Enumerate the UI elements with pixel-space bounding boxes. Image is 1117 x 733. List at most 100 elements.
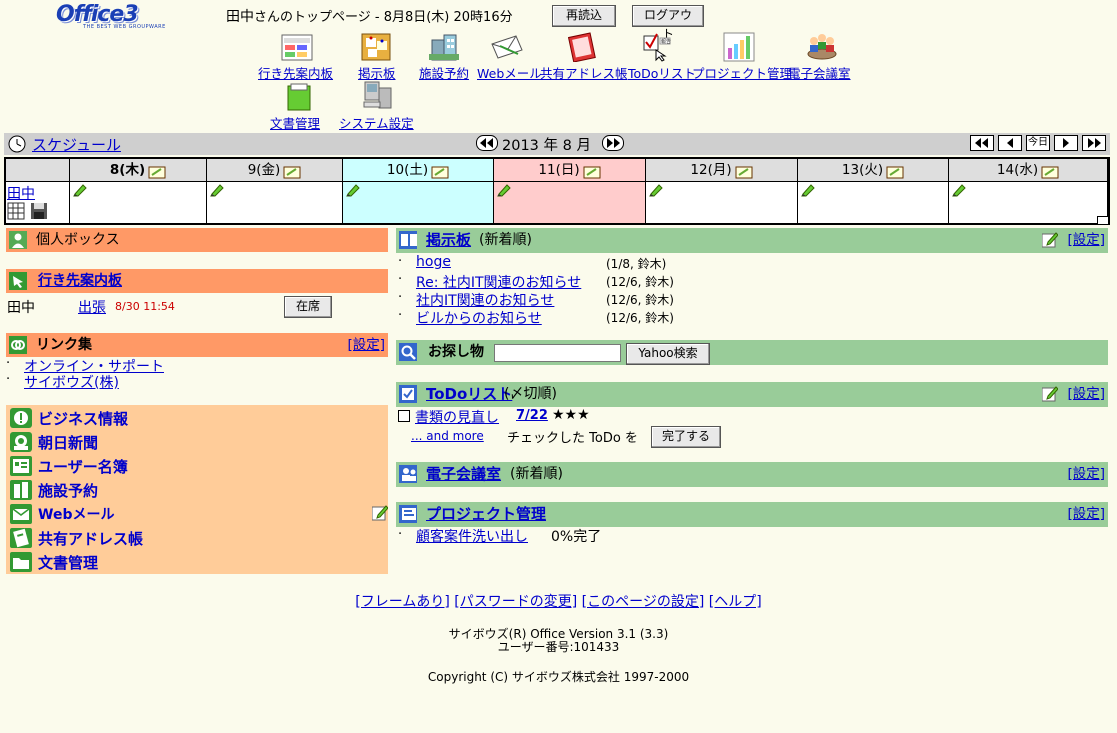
search-input[interactable]: [494, 344, 621, 362]
address-book-icon[interactable]: [566, 32, 600, 63]
todo-compose-icon[interactable]: [1042, 386, 1058, 402]
app-facility-link[interactable]: 施設予約: [419, 66, 470, 81]
yahoo-search-button[interactable]: Yahoo検索: [626, 343, 710, 365]
add-schedule-icon[interactable]: [801, 183, 815, 197]
day-memo-icon[interactable]: [1041, 164, 1059, 178]
bulletin-item-meta: (1/8, 鈴木): [606, 257, 667, 271]
bulletin-setting-link[interactable]: [設定]: [1067, 232, 1105, 248]
schedule-title-link[interactable]: スケジュール: [32, 136, 121, 154]
whereabouts-title-link[interactable]: 行き先案内板: [38, 273, 122, 289]
whereabouts-status-link[interactable]: 出張: [78, 300, 106, 316]
prev-month-button[interactable]: [476, 135, 498, 155]
computer-settings-icon[interactable]: [362, 80, 396, 110]
day-cell[interactable]: [646, 182, 798, 223]
business-info-icon: [10, 408, 32, 428]
building-icon[interactable]: [428, 32, 462, 62]
next-month-button[interactable]: [602, 135, 624, 155]
day-header[interactable]: 9(金): [207, 159, 343, 182]
day-header[interactable]: 14(水): [949, 159, 1108, 182]
todo-complete-button[interactable]: 完了する: [651, 426, 721, 448]
day-memo-icon[interactable]: [283, 164, 301, 178]
day-header[interactable]: 11(日): [494, 159, 646, 182]
project-setting-link[interactable]: [設定]: [1067, 506, 1105, 522]
day-memo-icon[interactable]: [735, 164, 753, 178]
webmail-compose-icon[interactable]: [372, 505, 388, 521]
app-project-link[interactable]: プロジェクト管理: [692, 66, 793, 81]
bulletin-item-link[interactable]: ビルからのお知らせ: [416, 311, 542, 327]
meeting-setting-link[interactable]: [設定]: [1067, 466, 1105, 482]
links-setting-link[interactable]: [設定]: [347, 337, 385, 353]
day-header[interactable]: 12(月): [646, 159, 798, 182]
footer-links: [フレームあり] [パスワードの変更] [このページの設定] [ヘルプ]: [0, 591, 1117, 611]
footer-help-link[interactable]: [ヘルプ]: [708, 594, 762, 610]
day-cell[interactable]: [949, 182, 1108, 223]
bulletin-board-icon[interactable]: [360, 32, 394, 62]
day-memo-icon[interactable]: [583, 164, 601, 178]
todo-more-link[interactable]: ... and more: [411, 429, 484, 443]
app-address-link[interactable]: 共有アドレス帳: [540, 66, 628, 81]
add-schedule-icon[interactable]: [346, 183, 360, 197]
today-button[interactable]: 今日: [1026, 135, 1050, 151]
bulletin-item-link[interactable]: 社内IT関連のお知らせ: [416, 293, 555, 309]
link-cybozu[interactable]: サイボウズ(株): [24, 375, 119, 391]
todo-checklist-icon[interactable]: 報告: [642, 32, 676, 62]
day-header[interactable]: 10(土): [343, 159, 494, 182]
schedule-user-link[interactable]: 田中: [7, 186, 35, 202]
prev-week-button[interactable]: [970, 135, 994, 155]
add-schedule-icon[interactable]: [497, 183, 511, 197]
day-memo-icon[interactable]: [431, 164, 449, 178]
day-memo-icon[interactable]: [886, 164, 904, 178]
todo-item-link[interactable]: 書類の見直し: [415, 410, 499, 426]
todo-title-link[interactable]: ToDoリスト: [426, 385, 513, 403]
bulletin-item-link[interactable]: Re: 社内IT関連のお知らせ: [416, 275, 582, 291]
day-header[interactable]: 13(火): [798, 159, 949, 182]
footer-password-link[interactable]: [パスワードの変更]: [454, 594, 578, 610]
next-day-button[interactable]: [1054, 135, 1078, 155]
personal-box-title: 個人ボックス: [36, 232, 120, 248]
meeting-title-link[interactable]: 電子会議室: [426, 465, 502, 483]
day-cell[interactable]: [70, 182, 207, 223]
project-title-link[interactable]: プロジェクト管理: [426, 505, 547, 523]
app-whiteboard-link[interactable]: 行き先案内板: [258, 66, 334, 81]
app-meeting-link[interactable]: 電子会議室: [788, 66, 851, 81]
day-cell[interactable]: [207, 182, 343, 223]
add-schedule-icon[interactable]: [952, 183, 966, 197]
footer-frame-link[interactable]: [フレームあり]: [355, 594, 450, 610]
app-system-link[interactable]: システム設定: [339, 116, 414, 131]
footer-page-setting-link[interactable]: [このページの設定]: [581, 594, 705, 610]
day-cell[interactable]: [494, 182, 646, 223]
app-webmail-link[interactable]: Webメール: [477, 66, 542, 81]
bulletin-compose-icon[interactable]: [1042, 232, 1058, 248]
logout-button[interactable]: ログアウト: [632, 5, 704, 41]
mail-icon[interactable]: [490, 34, 524, 64]
save-disk-icon[interactable]: [30, 202, 48, 220]
day-label: 10(土): [386, 162, 429, 178]
app-document-link[interactable]: 文書管理: [270, 116, 321, 131]
bulletin-item-link[interactable]: hoge: [416, 254, 451, 270]
day-cell[interactable]: [798, 182, 949, 223]
todo-date-link[interactable]: 7/22: [516, 408, 548, 423]
day-memo-icon[interactable]: [148, 164, 166, 178]
next-week-button[interactable]: [1082, 135, 1106, 155]
document-folder-icon[interactable]: [283, 82, 317, 112]
whiteboard-icon[interactable]: [281, 32, 315, 62]
meeting-room-icon[interactable]: [805, 32, 839, 62]
app-todo-link[interactable]: ToDoリスト: [628, 66, 696, 81]
add-schedule-icon[interactable]: [649, 183, 663, 197]
todo-setting-link[interactable]: [設定]: [1067, 386, 1105, 402]
prev-day-button[interactable]: [998, 135, 1022, 155]
add-schedule-icon[interactable]: [210, 183, 224, 197]
reload-button[interactable]: 再読込: [552, 5, 616, 27]
project-item-link[interactable]: 顧客案件洗い出し: [416, 529, 528, 545]
day-cell[interactable]: [343, 182, 494, 223]
present-button[interactable]: 在席: [284, 296, 332, 318]
day-header[interactable]: 8(木): [70, 159, 207, 182]
calendar-grid-icon[interactable]: [7, 202, 25, 220]
add-schedule-icon[interactable]: [73, 183, 87, 197]
link-online-support[interactable]: オンライン・サポート: [24, 359, 164, 375]
project-chart-icon[interactable]: [723, 32, 757, 62]
todo-checkbox[interactable]: [398, 410, 410, 422]
app-bulletin-link[interactable]: 掲示板: [358, 66, 396, 81]
bulletin-title-link[interactable]: 掲示板: [426, 231, 472, 249]
todo-priority-stars: ★★★: [552, 407, 590, 423]
